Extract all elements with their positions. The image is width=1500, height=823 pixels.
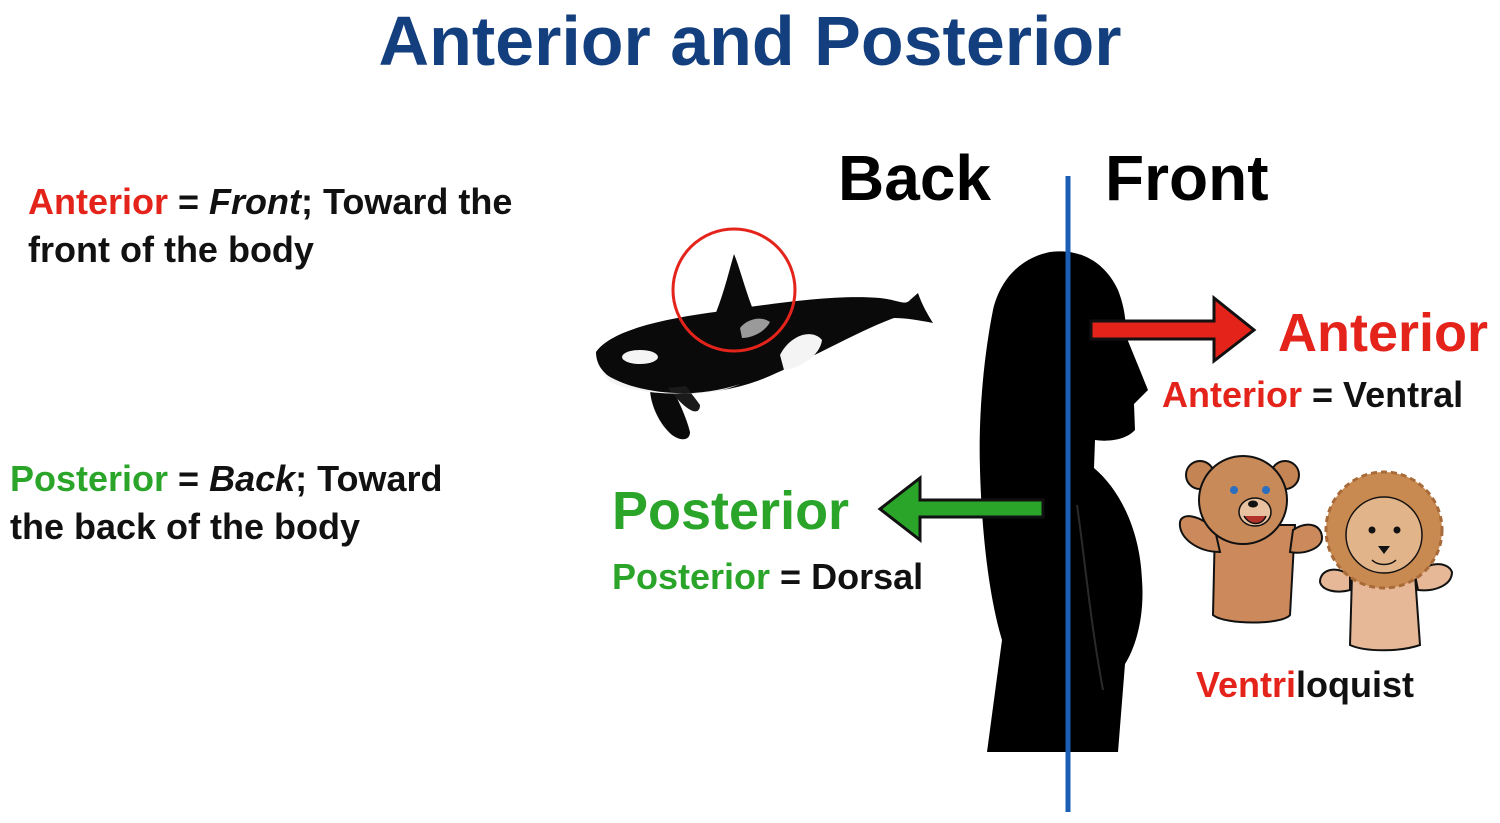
orca-illustration	[596, 227, 933, 440]
anterior-arrow	[1089, 294, 1257, 365]
bear-puppet	[1178, 455, 1324, 624]
posterior-back-word: Back	[209, 458, 296, 499]
anterior-definition-line2: front of the body	[28, 229, 314, 270]
posterior-definition-line1: Posterior = Back; Toward	[10, 455, 442, 503]
anterior-ventral-term: Anterior	[1162, 374, 1303, 415]
human-silhouette	[979, 251, 1148, 752]
dorsal-word: Dorsal	[811, 556, 924, 597]
posterior-arrow	[877, 474, 1045, 544]
anterior-definition-line1: Anterior = Front; Toward the	[28, 178, 512, 226]
posterior-dorsal-term: Posterior	[612, 556, 771, 597]
posterior-definition-line2: the back of the body	[10, 506, 361, 547]
loquist-suffix: loquist	[1296, 664, 1415, 705]
page-title: Anterior and Posterior	[378, 2, 1122, 80]
arm-outline	[1076, 504, 1104, 691]
ventriloquist-label: Ventriloquist	[1196, 664, 1414, 706]
anterior-term: Anterior	[28, 181, 169, 222]
posterior-rest: ; Toward	[295, 458, 443, 499]
posterior-dorsal-label: Posterior = Dorsal	[612, 556, 923, 598]
anterior-equals: =	[168, 181, 210, 222]
anterior-ventral-equals: =	[1302, 374, 1344, 415]
anterior-rest: ; Toward the	[301, 181, 513, 222]
posterior-dorsal-equals: =	[770, 556, 812, 597]
anterior-definition: Anterior = Front; Toward the front of th…	[28, 178, 512, 274]
lion-puppet	[1318, 470, 1454, 652]
dorsal-fin-highlight-circle	[671, 227, 797, 353]
anterior-label: Anterior	[1278, 303, 1489, 363]
anterior-front-word: Front	[209, 181, 302, 222]
posterior-equals: =	[168, 458, 210, 499]
posterior-term: Posterior	[10, 458, 169, 499]
ventri-prefix: Ventri	[1196, 664, 1297, 705]
ventral-word: Ventral	[1343, 374, 1464, 415]
posterior-definition: Posterior = Back; Toward the back of the…	[10, 455, 442, 551]
back-label: Back	[838, 142, 991, 214]
posterior-label: Posterior	[612, 481, 850, 541]
front-label: Front	[1105, 142, 1269, 214]
anterior-ventral-label: Anterior = Ventral	[1162, 374, 1463, 416]
